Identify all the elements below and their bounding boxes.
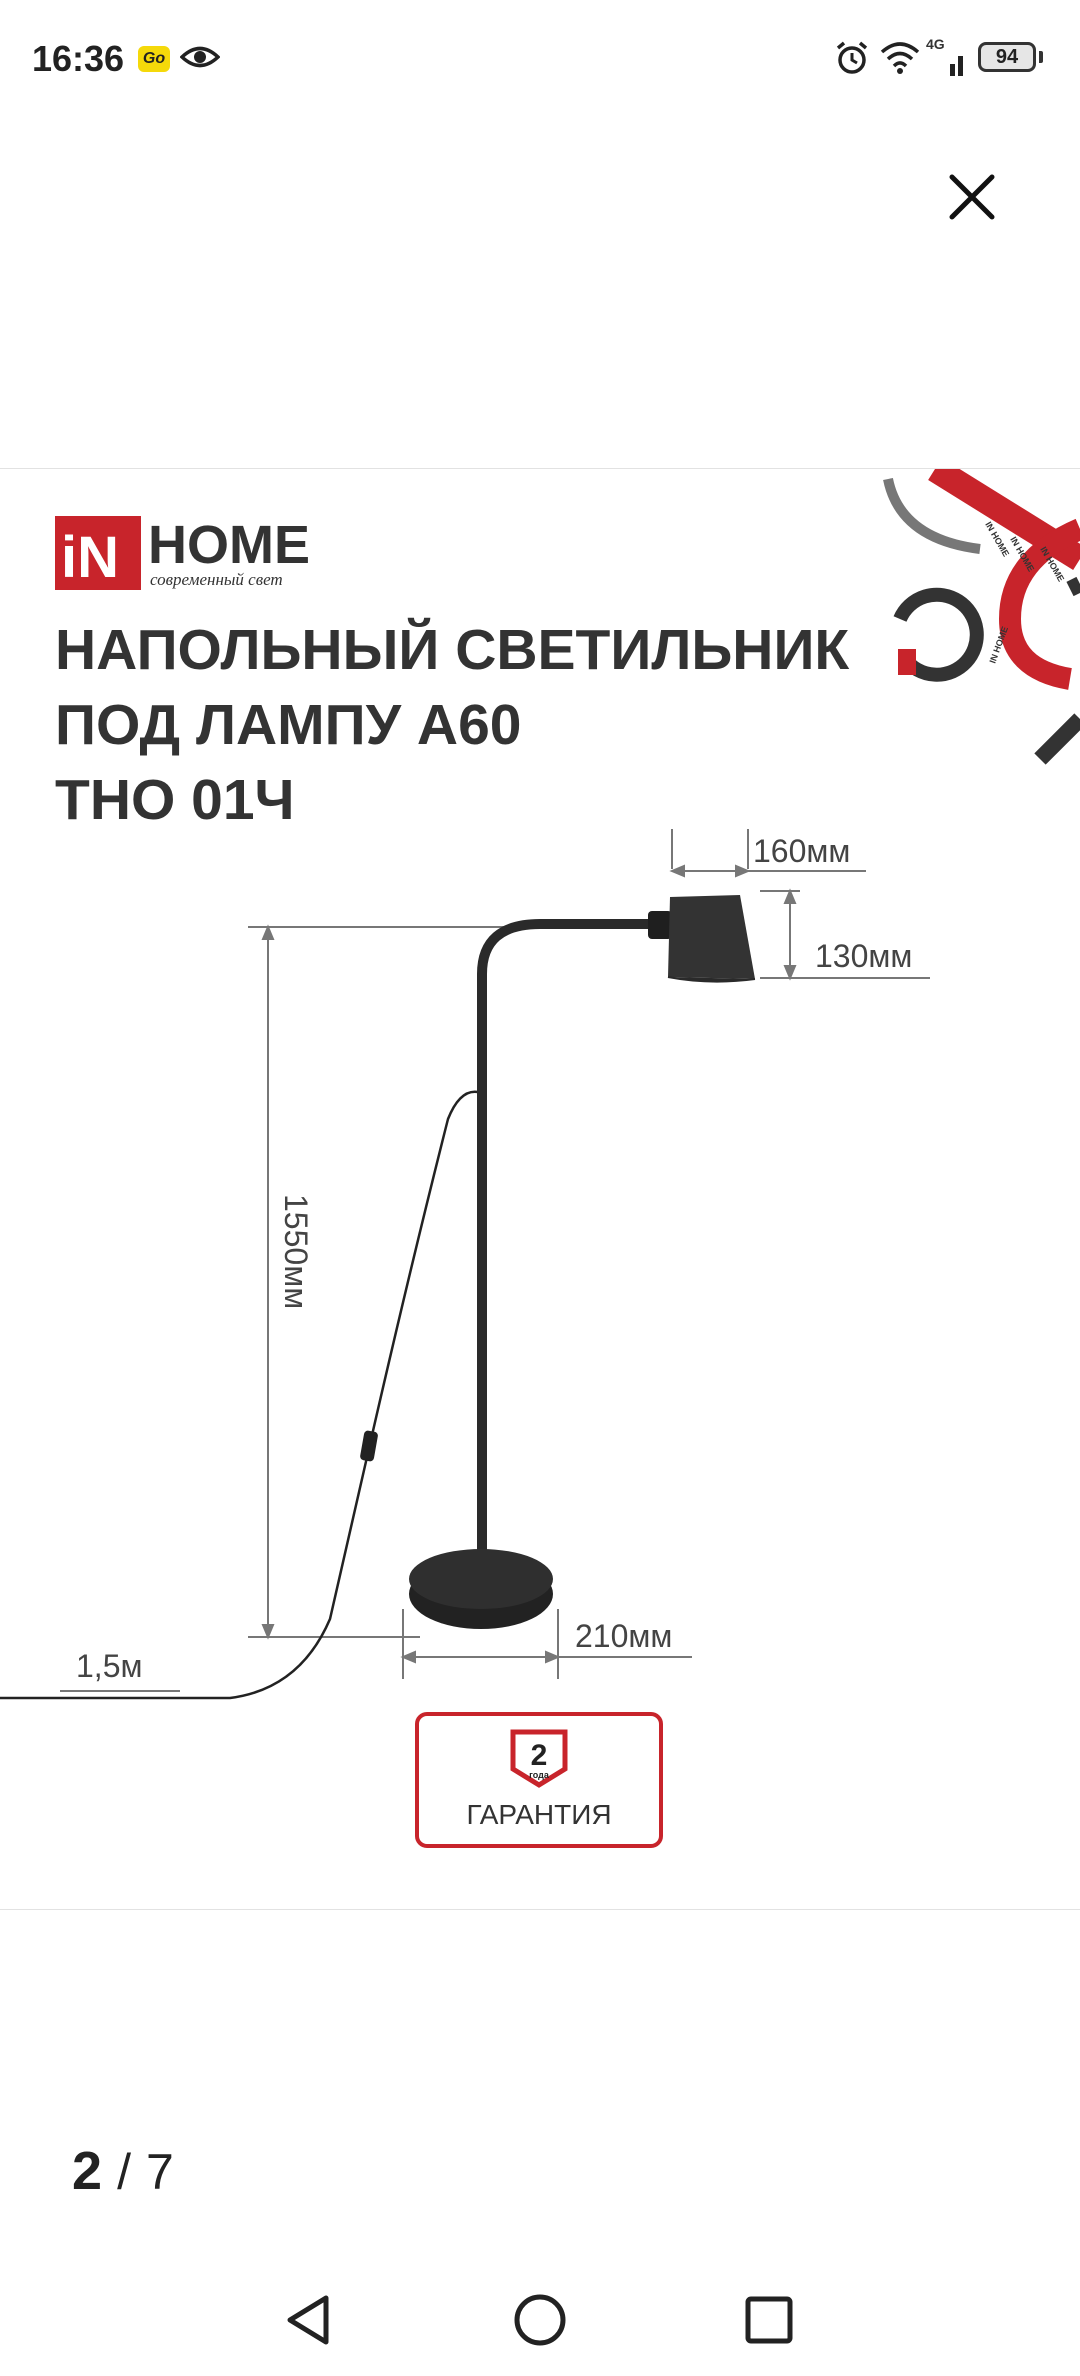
title-line-2: ПОД ЛАМПУ А60 <box>55 693 521 757</box>
close-button[interactable] <box>935 160 1009 234</box>
network-label: 4G <box>926 36 945 52</box>
navigation-bar <box>0 2260 1080 2376</box>
recents-button[interactable] <box>729 2280 809 2360</box>
eye-icon <box>180 46 220 68</box>
product-image[interactable]: iN HOME современный свет IN HOME IN HOME… <box>0 468 1080 1910</box>
dimension-lines <box>60 829 930 1692</box>
wifi-icon <box>880 42 920 74</box>
dimension-labels: 160мм 130мм 1550мм 210мм 1,5м <box>76 833 912 1684</box>
brand-tagline: современный свет <box>150 570 283 589</box>
home-icon <box>514 2294 566 2346</box>
brand-logo: iN HOME современный свет <box>55 515 310 590</box>
battery-icon: 94 <box>978 42 1036 72</box>
back-icon <box>287 2295 329 2345</box>
recents-icon <box>745 2296 793 2344</box>
product-illustration: iN HOME современный свет IN HOME IN HOME… <box>0 469 1080 1848</box>
battery-tip <box>1039 51 1043 63</box>
title-line-1: НАПОЛЬНЫЙ СВЕТИЛЬНИК <box>55 617 849 682</box>
brand-home: HOME <box>148 515 310 575</box>
page-current: 2 <box>72 2141 103 2201</box>
home-button[interactable] <box>500 2280 580 2360</box>
page-counter: 2 / 7 <box>72 2140 174 2202</box>
warranty-years: 2 <box>531 1739 548 1772</box>
corner-decoration: IN HOME IN HOME IN HOME IN HOME <box>883 469 1080 765</box>
title-line-3: ТНО 01Ч <box>55 768 295 832</box>
page-separator: / <box>117 2144 131 2200</box>
dim-cable: 1,5м <box>76 1648 142 1684</box>
product-title: НАПОЛЬНЫЙ СВЕТИЛЬНИК ПОД ЛАМПУ А60 ТНО 0… <box>55 617 849 832</box>
floor-lamp <box>0 895 756 1700</box>
warranty-unit: года <box>529 1770 550 1780</box>
dim-shade-height: 130мм <box>815 938 912 974</box>
warranty-badge: 2 года ГАРАНТИЯ <box>415 1712 663 1848</box>
warranty-label: ГАРАНТИЯ <box>466 1799 611 1830</box>
go-badge-icon: Go <box>138 46 170 72</box>
dim-base: 210мм <box>575 1618 672 1654</box>
back-button[interactable] <box>268 2280 348 2360</box>
status-bar: 16:36 Go 4G 94 <box>0 0 1080 120</box>
status-time: 16:36 <box>32 38 125 79</box>
close-icon <box>949 174 995 220</box>
page-total: 7 <box>145 2144 174 2200</box>
dim-shade-width: 160мм <box>753 833 850 869</box>
brand-in: iN <box>61 525 119 590</box>
alarm-icon <box>836 41 868 74</box>
dim-height: 1550мм <box>278 1194 314 1309</box>
signal-icon <box>950 56 963 76</box>
